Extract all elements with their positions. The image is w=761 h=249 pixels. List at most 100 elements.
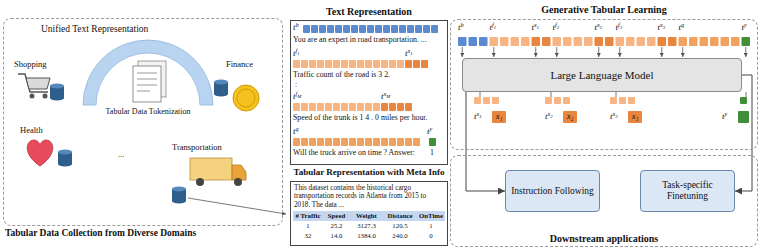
token-symbol: tx3 [610, 112, 618, 121]
token-square [341, 103, 348, 111]
token-square [626, 37, 635, 46]
token-square [319, 25, 326, 33]
model-label: Large Language Model [550, 69, 653, 81]
token-square [391, 25, 398, 33]
token-square [710, 37, 719, 46]
token-square [458, 37, 467, 46]
token-superscript: b [461, 21, 464, 28]
token-symbol: tx3 [658, 23, 666, 32]
token-square [405, 138, 412, 146]
domain-label: Shopping [14, 60, 47, 69]
token-base: t [293, 91, 296, 101]
token-text: Speed of the trunk is 1 4 . 0 miles per … [293, 114, 427, 123]
token-symbol: tf3 [616, 23, 623, 32]
database-icon [58, 150, 72, 155]
token-square [658, 37, 667, 46]
input-arrow [493, 47, 494, 57]
token-text: Will the truck arrive on time ? Answer: [293, 149, 415, 158]
output-arrow [480, 92, 481, 97]
heart-icon [27, 140, 53, 166]
token-square [584, 37, 593, 46]
connector-arrow [466, 92, 505, 191]
token-square [500, 37, 509, 46]
document-icon [137, 85, 157, 86]
token-square [605, 37, 614, 46]
input-arrow [619, 47, 620, 57]
token-square [349, 60, 356, 68]
input-arrow [535, 47, 536, 57]
token-square [492, 111, 506, 123]
token-subscript: M [386, 94, 390, 99]
token-symbol: tx1 [474, 112, 482, 121]
table-cell: 0 [429, 232, 432, 239]
table-cell: OnTime [419, 212, 443, 219]
token-square [738, 111, 749, 123]
application-label: Task-specific Finetuning [645, 180, 730, 202]
truck-icon [232, 165, 246, 180]
token-square [333, 103, 340, 111]
token-square [357, 103, 364, 111]
token-symbol: txM [381, 92, 390, 101]
token-base: t [293, 126, 296, 136]
input-arrow [661, 47, 662, 57]
token-superscript: q [681, 21, 684, 28]
tokenization-label: Tabular Data Tokenization [106, 108, 191, 117]
cart-icon [43, 94, 48, 99]
table-cell: Speed [328, 212, 345, 219]
application-box: Instruction Following [505, 170, 600, 212]
token-subscript: 3 [663, 25, 665, 30]
token-square [421, 60, 428, 68]
domain-panel: Unified Text RepresentationTabular Data … [3, 18, 283, 226]
token-square [303, 25, 310, 33]
token-base: t [293, 22, 296, 32]
token-square [341, 60, 348, 68]
output-arrow [616, 92, 617, 97]
token-square [389, 60, 396, 68]
table-cell: 240.0 [392, 232, 407, 239]
token-square [700, 37, 709, 46]
ellipsis: ... [118, 150, 124, 159]
table-cell: 32 [305, 232, 312, 239]
token-base: t [458, 22, 461, 32]
database-icon [172, 187, 186, 192]
token-square [679, 37, 688, 46]
token-superscript: x [613, 110, 616, 117]
token-square [647, 37, 656, 46]
token-superscript: y [744, 21, 747, 28]
table-cell: # Traffic [296, 212, 321, 219]
heart-icon [27, 140, 53, 166]
token-square [335, 25, 342, 33]
token-square [628, 97, 635, 104]
token-square [637, 37, 646, 46]
token-square [367, 25, 374, 33]
domain-label: Health [20, 126, 43, 135]
token-symbol: tf1 [293, 49, 300, 58]
token-base: t [658, 22, 661, 32]
token-square [381, 138, 388, 146]
token-square [309, 138, 316, 146]
input-arrow [598, 47, 599, 57]
panel-caption: Tabular Data Collection from Diverse Dom… [5, 228, 196, 238]
token-base: t [595, 22, 598, 32]
token-square [349, 103, 356, 111]
token-base: t [532, 22, 535, 32]
token-square [668, 37, 677, 46]
document-icon [137, 73, 157, 74]
token-square [301, 138, 308, 146]
token-square [351, 25, 358, 33]
token-subscript: 1 [479, 114, 481, 119]
token-base: t [553, 22, 556, 32]
token-square [309, 60, 316, 68]
section-title: Downstream applications [550, 233, 658, 244]
token-square [511, 37, 520, 46]
token-subscript: 3 [615, 114, 617, 119]
token-superscript: f [296, 47, 298, 54]
token-superscript: b [296, 21, 299, 28]
table-cell: Weight [356, 212, 377, 219]
token-base: t [679, 22, 682, 32]
token-square [293, 103, 300, 111]
token-symbol: tb [458, 23, 464, 32]
token-square [542, 37, 551, 46]
table-cell: 1384.0 [357, 232, 376, 239]
